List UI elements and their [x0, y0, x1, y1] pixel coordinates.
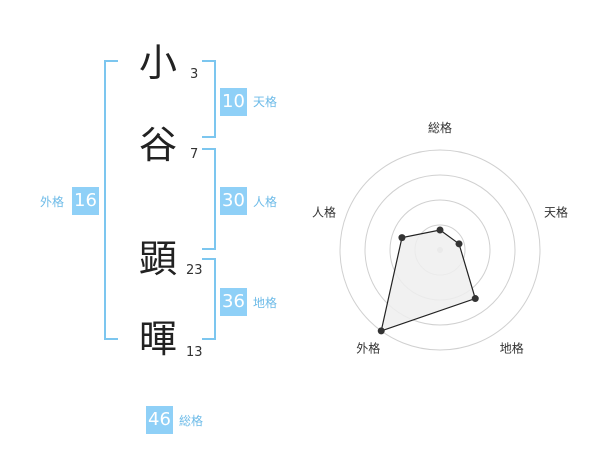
chikaku-bracket [202, 258, 216, 340]
stroke-count-1: 3 [190, 67, 199, 82]
radar-axis-label-2: 天格 [544, 204, 568, 219]
radar-axis-label-5: 人格 [312, 204, 336, 219]
stroke-count-3: 23 [186, 263, 203, 278]
jinkaku-bracket [202, 148, 216, 250]
gaikaku-bracket [104, 60, 118, 340]
chikaku-label: 地格 [253, 296, 278, 310]
radar-point-2 [455, 240, 463, 248]
tenkaku-value: 10 [220, 88, 247, 116]
gaikaku-label: 外格 [40, 195, 65, 209]
soukaku-label: 総格 [179, 414, 204, 428]
radar-point-3 [471, 295, 479, 303]
radar-axis-label-3: 地格 [500, 341, 524, 356]
radar-series-polygon [380, 229, 477, 332]
radar-ring [364, 174, 516, 326]
name-char-2: 谷 [138, 123, 177, 167]
stroke-count-4: 13 [186, 345, 203, 360]
radar-point-4 [377, 327, 385, 335]
name-char-1: 小 [138, 41, 177, 85]
radar-point-1 [436, 226, 444, 234]
radar-axis-label-1: 総格 [428, 120, 452, 135]
tenkaku-bracket [202, 60, 216, 138]
jinkaku-value: 30 [220, 187, 247, 215]
stroke-count-2: 7 [190, 147, 199, 162]
gaikaku-value: 16 [72, 187, 99, 215]
soukaku-value: 46 [146, 406, 173, 434]
name-char-3: 顕 [138, 237, 177, 281]
chikaku-value: 36 [220, 288, 247, 316]
radar-axis-label-4: 外格 [356, 341, 380, 356]
tenkaku-label: 天格 [253, 95, 278, 109]
radar-ring [339, 149, 541, 351]
name-char-4: 暉 [138, 317, 177, 361]
radar-point-5 [398, 234, 406, 242]
jinkaku-label: 人格 [253, 195, 278, 209]
